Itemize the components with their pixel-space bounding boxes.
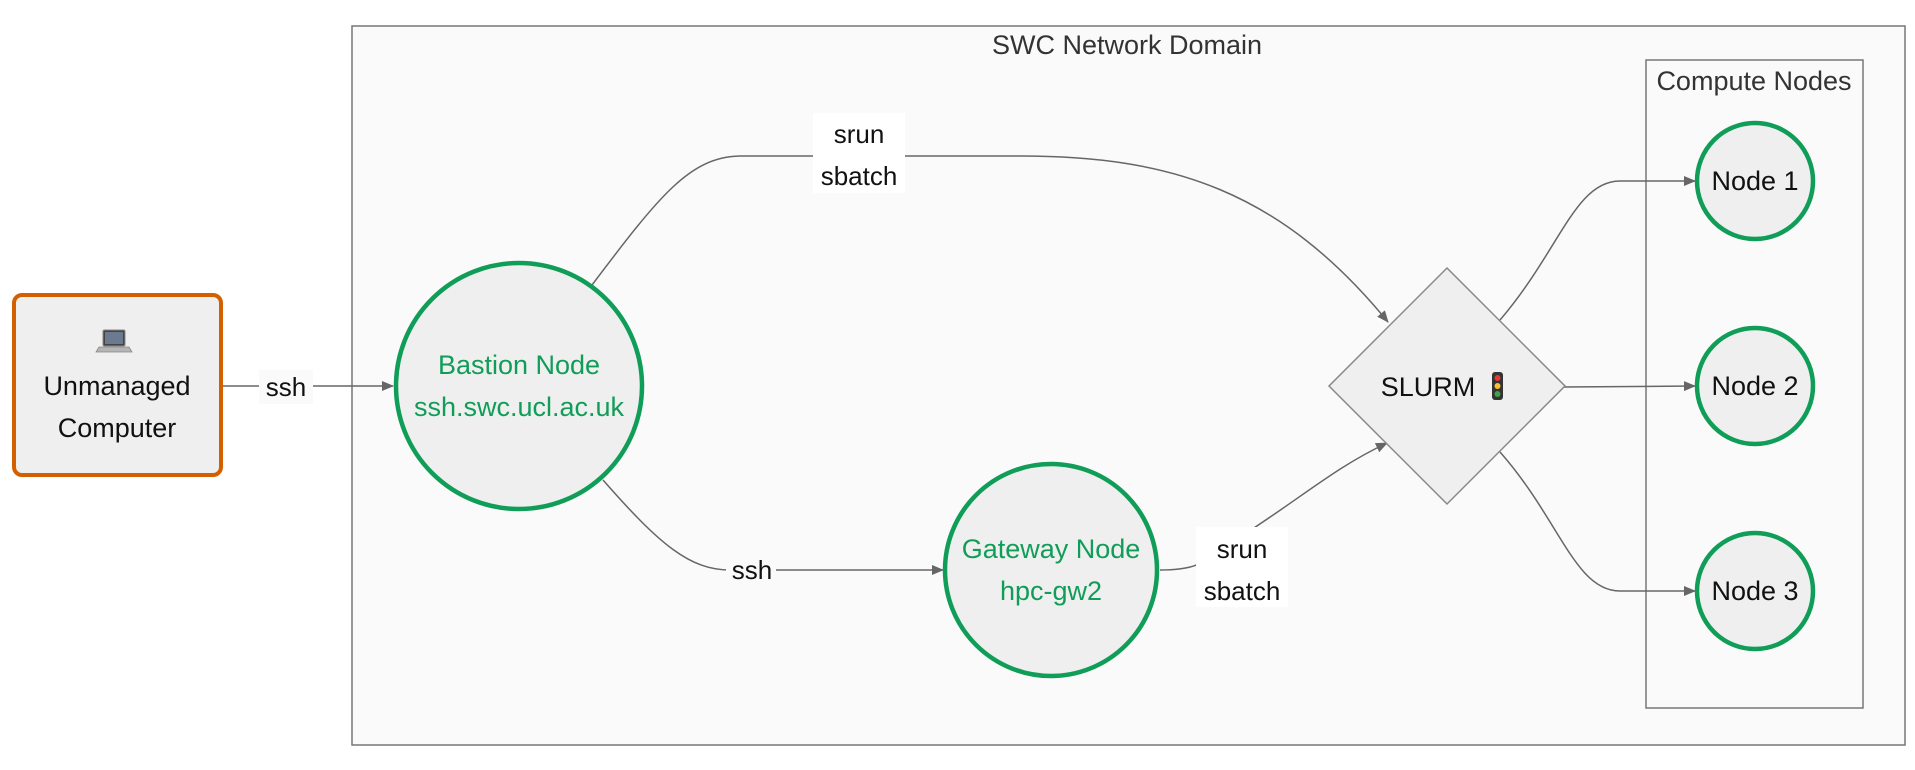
network-domain-title: SWC Network Domain [992,30,1262,60]
compute-node-3[interactable]: Node 3 [1694,530,1816,652]
edge-slurm-node3 [1499,451,1696,596]
edge-label-gateway-slurm-srun: srun [1217,534,1268,564]
gateway-label-line2: hpc-gw2 [1000,576,1102,606]
laptop-icon [95,329,133,353]
edge-bastion-gateway [602,479,944,575]
edge-bastion-slurm [591,155,1389,323]
compute-node-1-label: Node 1 [1711,166,1798,196]
bastion-label-line2: ssh.swc.ucl.ac.uk [414,392,625,422]
edge-slurm-node2 [1562,381,1696,392]
unmanaged-label-line2: Computer [58,413,177,443]
edge-label-bastion-slurm-srun: srun [834,119,885,149]
gateway-node[interactable]: Gateway Node hpc-gw2 [942,461,1160,679]
edge-label-unmanaged-bastion: ssh [266,372,306,402]
traffic-light-icon [1492,372,1503,400]
slurm-label: SLURM [1381,372,1476,402]
edge-slurm-node1 [1499,176,1696,321]
edge-label-gateway-slurm-sbatch: sbatch [1204,576,1281,606]
compute-node-3-label: Node 3 [1711,576,1798,606]
compute-node-2-label: Node 2 [1711,371,1798,401]
unmanaged-label-line1: Unmanaged [43,371,190,401]
slurm-scheduler-node[interactable]: SLURM [1327,266,1567,506]
compute-node-2[interactable]: Node 2 [1694,325,1816,447]
edge-label-bastion-gateway: ssh [732,555,772,585]
compute-nodes-title: Compute Nodes [1656,66,1851,96]
bastion-label-line1: Bastion Node [438,350,600,380]
unmanaged-computer-node[interactable]: Unmanaged Computer [12,293,223,477]
edge-label-bastion-slurm-sbatch: sbatch [821,161,898,191]
bastion-node[interactable]: Bastion Node ssh.swc.ucl.ac.uk [393,260,645,512]
gateway-label-line1: Gateway Node [962,534,1141,564]
compute-node-1[interactable]: Node 1 [1694,120,1816,242]
